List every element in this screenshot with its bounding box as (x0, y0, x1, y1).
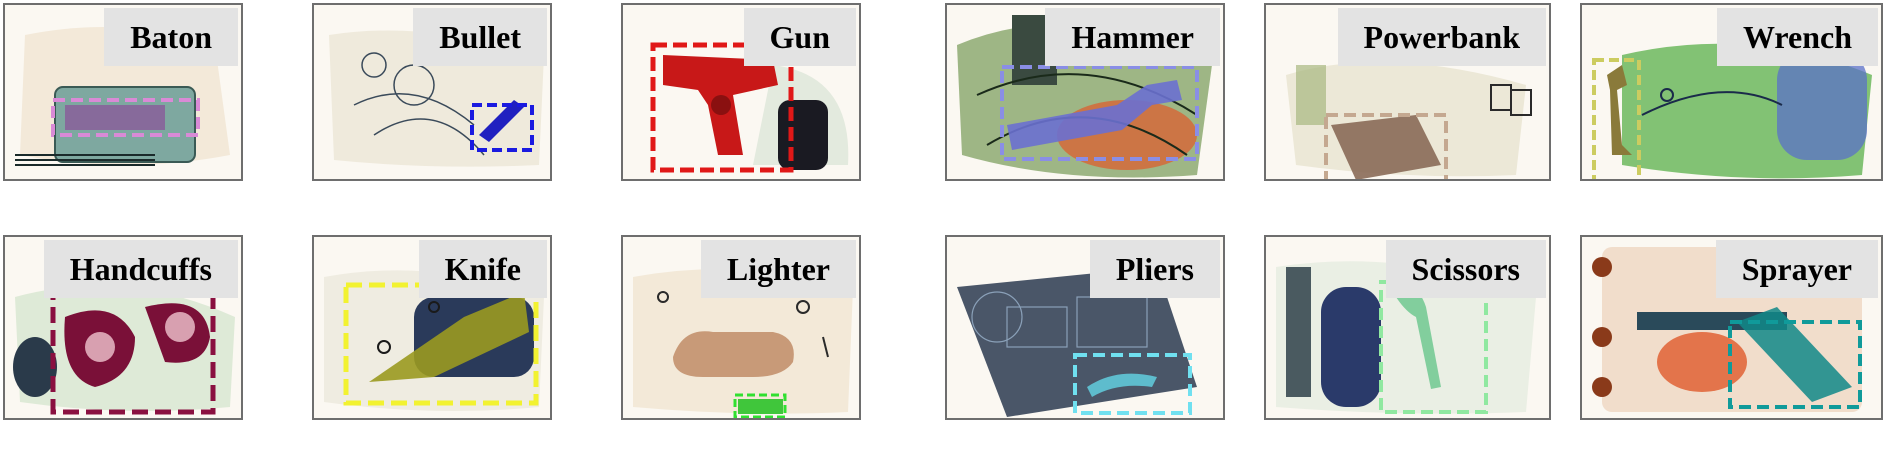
tile-gun: Gun (621, 3, 861, 181)
xray-scan-image (1276, 261, 1536, 414)
bounding-box (51, 98, 200, 137)
xray-scan-image (13, 285, 235, 415)
bounding-box (733, 393, 787, 418)
tile-knife: Knife (312, 235, 552, 420)
class-label: Hammer (1045, 8, 1220, 66)
tile-powerbank: Powerbank (1264, 3, 1551, 181)
tile-handcuffs: Handcuffs (3, 235, 243, 420)
class-label: Lighter (700, 240, 856, 298)
tile-wrench: Wrench (1580, 3, 1883, 181)
xray-scan-image (633, 269, 853, 418)
tile-scissors: Scissors (1264, 235, 1551, 420)
bounding-box (1000, 65, 1199, 161)
bounding-box (1592, 58, 1641, 179)
bounding-box (470, 103, 534, 152)
bounding-box (1379, 280, 1488, 414)
class-label: Powerbank (1337, 8, 1546, 66)
class-label: Sprayer (1715, 240, 1878, 298)
bounding-box (1728, 320, 1862, 409)
tile-bullet: Bullet (312, 3, 552, 181)
tile-lighter: Lighter (621, 235, 861, 420)
xray-scan-image (957, 267, 1197, 417)
xray-scan-image (1592, 247, 1862, 412)
tile-hammer: Hammer (945, 3, 1225, 181)
class-label: Knife (418, 240, 547, 298)
tile-baton: Baton (3, 3, 243, 181)
class-label: Wrench (1716, 8, 1878, 66)
class-label: Bullet (413, 8, 547, 66)
xray-scan-image (1286, 62, 1532, 179)
xray-scan-image (1592, 43, 1872, 179)
class-label: Handcuffs (43, 240, 238, 298)
tile-pliers: Pliers (945, 235, 1225, 420)
class-label: Baton (104, 8, 238, 66)
bounding-box (650, 42, 794, 173)
tile-sprayer: Sprayer (1580, 235, 1883, 420)
xray-scan-image (650, 42, 849, 173)
class-label: Gun (743, 8, 856, 66)
class-label: Pliers (1089, 240, 1220, 298)
class-label: Scissors (1385, 240, 1546, 298)
bounding-box (1073, 353, 1192, 415)
bounding-box (1324, 113, 1448, 179)
